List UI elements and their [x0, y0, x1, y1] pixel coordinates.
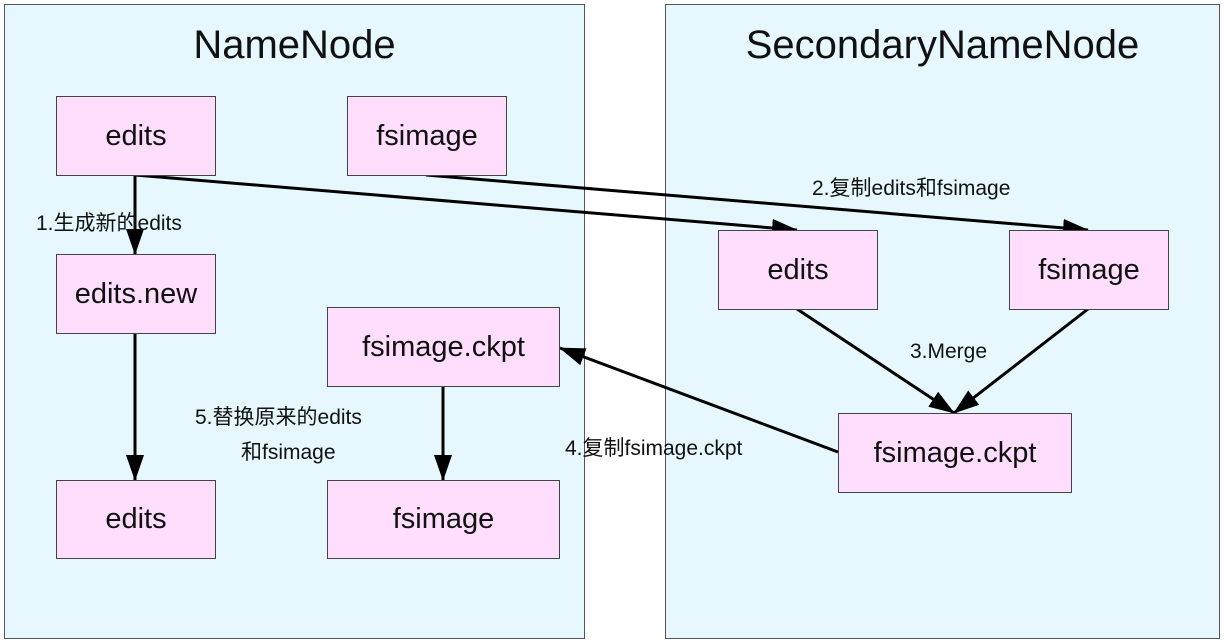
nn-edits-label: edits — [105, 119, 167, 152]
step2-label: 2.复制edits和fsimage — [812, 177, 1011, 200]
nn-fsimage-label: fsimage — [376, 119, 478, 152]
nn-fsimage-box: fsimage — [347, 96, 507, 176]
nn-edits-new-box: edits.new — [56, 254, 216, 334]
nn-fsimage-final-box: fsimage — [327, 480, 560, 559]
snn-edits-box: edits — [718, 230, 878, 310]
nn-fsimage-final-label: fsimage — [392, 503, 495, 535]
snn-edits-label: edits — [767, 253, 829, 286]
step4-label: 4.复制fsimage.ckpt — [565, 437, 743, 460]
nn-edits-final-label: edits — [105, 503, 167, 535]
step5-label-line2: 和fsimage — [241, 441, 336, 464]
nn-edits-final-box: edits — [56, 480, 216, 559]
nn-fsimage-ckpt-box: fsimage.ckpt — [327, 307, 560, 387]
namenode-title: NameNode — [193, 23, 396, 67]
nn-edits-new-label: edits.new — [74, 277, 198, 310]
snn-fsimage-ckpt-label: fsimage.ckpt — [873, 436, 1037, 469]
step5-label-line1: 5.替换原来的edits — [195, 406, 362, 429]
nn-fsimage-ckpt-label: fsimage.ckpt — [362, 330, 525, 363]
snn-fsimage-label: fsimage — [1038, 253, 1140, 286]
snn-fsimage-box: fsimage — [1009, 230, 1169, 310]
nn-edits-box: edits — [56, 96, 216, 176]
step1-label: 1.生成新的edits — [36, 212, 182, 235]
secondary-namenode-panel: SecondaryNameNode — [665, 4, 1220, 639]
step3-label: 3.Merge — [910, 340, 988, 363]
snn-fsimage-ckpt-box: fsimage.ckpt — [838, 413, 1072, 493]
secondary-namenode-title: SecondaryNameNode — [745, 23, 1140, 67]
